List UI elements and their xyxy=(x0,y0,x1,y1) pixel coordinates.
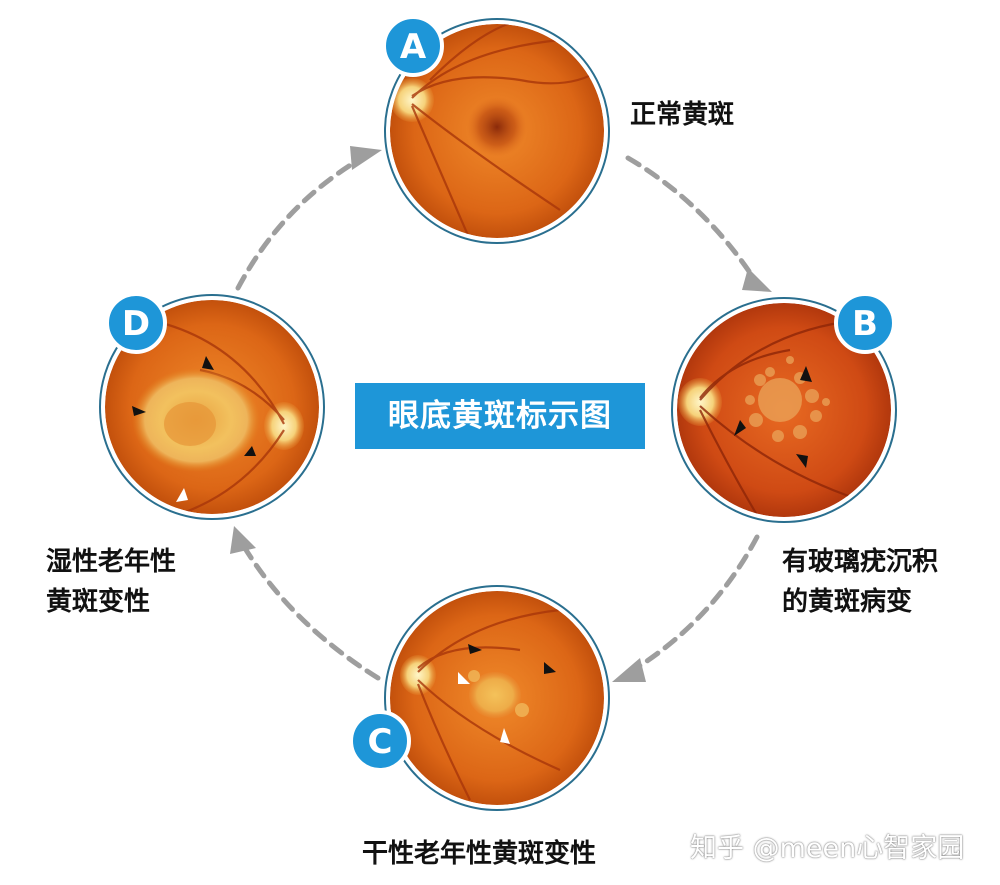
arrow-c-to-d xyxy=(237,537,381,681)
badge-c: C xyxy=(349,710,411,772)
label-d: 湿性老年性 黄斑变性 xyxy=(46,542,176,622)
badge-a: A xyxy=(382,15,444,77)
wet-marker-left xyxy=(132,406,146,416)
wet-marker-top xyxy=(202,356,214,370)
label-a: 正常黄斑 xyxy=(630,95,734,135)
label-b: 有玻璃疣沉积 的黄斑病变 xyxy=(782,542,938,622)
badge-a-letter: A xyxy=(400,27,427,67)
fundus-b xyxy=(671,297,897,523)
arrowhead-a-to-b xyxy=(742,268,772,292)
label-b-line-2: 的黄斑病变 xyxy=(782,587,913,617)
wet-marker-white-bottom xyxy=(176,488,188,502)
badge-c-letter: C xyxy=(368,722,393,762)
label-c: 干性老年性黄斑变性 xyxy=(362,834,596,874)
drusen-marker-left xyxy=(734,420,746,436)
dry-marker-white-bottom xyxy=(500,728,510,744)
arrowhead-d-to-a xyxy=(350,146,382,170)
wet-marker-right xyxy=(244,446,256,456)
label-d-line-2: 黄斑变性 xyxy=(46,587,151,617)
cycle-arrows xyxy=(230,146,772,682)
label-c-line-1: 干性老年性黄斑变性 xyxy=(362,839,597,869)
badge-b: B xyxy=(834,292,896,354)
badge-b-letter: B xyxy=(852,304,878,344)
fundus-c xyxy=(384,585,610,811)
fundus-a xyxy=(384,18,610,244)
fundus-d xyxy=(99,294,325,520)
arrow-b-to-c xyxy=(627,534,760,675)
arrow-d-to-a xyxy=(235,155,365,291)
label-b-line-1: 有玻璃疣沉积 xyxy=(782,547,939,577)
label-a-line-1: 正常黄斑 xyxy=(630,100,735,130)
dry-marker-white-left xyxy=(458,672,470,684)
dry-marker-top xyxy=(468,644,482,654)
diagram-title: 眼底黄斑标示图 xyxy=(355,383,645,449)
badge-d-letter: D xyxy=(122,304,150,344)
arrowhead-c-to-d xyxy=(230,526,256,554)
arrow-a-to-b xyxy=(625,155,763,291)
drusen-marker-bottom xyxy=(796,454,808,468)
arrowhead-b-to-c xyxy=(612,658,646,682)
badge-d: D xyxy=(105,292,167,354)
watermark: 知乎 @meen心智家园 xyxy=(690,833,965,864)
drusen-marker-top xyxy=(800,366,812,382)
dry-marker-right xyxy=(544,662,556,674)
label-d-line-1: 湿性老年性 xyxy=(46,547,177,577)
